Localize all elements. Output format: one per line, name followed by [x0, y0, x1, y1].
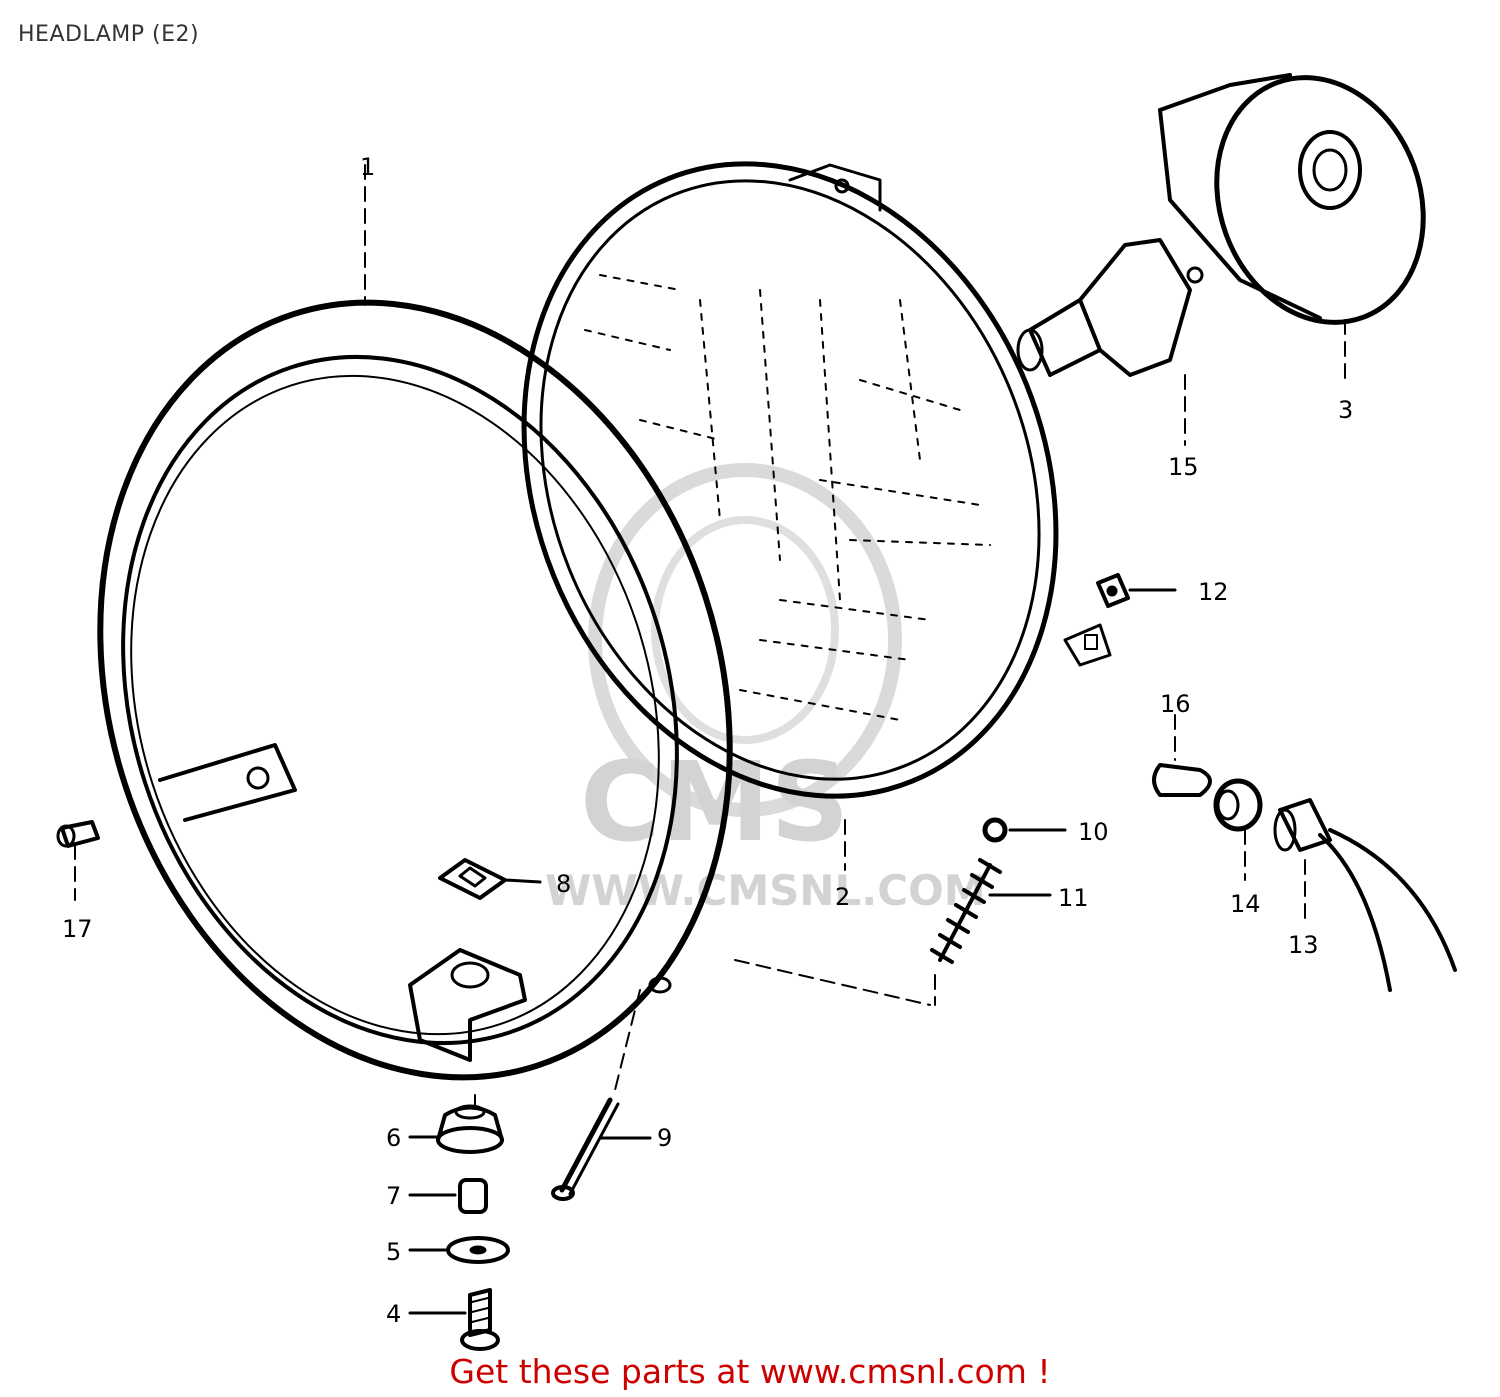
label-part-14: 14	[1230, 890, 1261, 918]
label-part-16: 16	[1160, 690, 1191, 718]
label-part-1: 1	[360, 153, 375, 181]
label-part-17: 17	[62, 915, 93, 943]
cmsnl-link[interactable]: Get these parts at www.cmsnl.com !	[449, 1352, 1051, 1391]
guide-lines	[74, 164, 1346, 1111]
leader-lines	[408, 588, 1177, 1315]
headlamp-rim	[97, 299, 733, 1081]
label-part-15: 15	[1168, 453, 1199, 481]
label-part-8: 8	[556, 870, 571, 898]
label-part-11: 11	[1058, 884, 1089, 912]
label-part-9: 9	[657, 1124, 672, 1152]
label-part-13: 13	[1288, 931, 1319, 959]
label-part-4: 4	[386, 1300, 401, 1328]
socket-part-13	[1273, 798, 1457, 992]
screw-part-17	[56, 820, 100, 848]
nut-part-10	[982, 817, 1008, 843]
bolt-part-4	[460, 1288, 500, 1351]
washer-part-5	[446, 1236, 510, 1264]
collar-part-7	[458, 1178, 488, 1214]
screw-part-9	[551, 1097, 620, 1201]
label-part-3: 3	[1338, 396, 1353, 424]
watermark-url: WWW.CMSNL.COM	[545, 866, 986, 915]
label-part-7: 7	[386, 1182, 401, 1210]
label-part-5: 5	[386, 1238, 401, 1266]
spring-part-11	[930, 858, 1002, 964]
diagram-title: HEADLAMP (E2)	[18, 22, 200, 47]
label-part-12: 12	[1198, 578, 1229, 606]
watermark-logo: CMS WWW.CMSNL.COM	[545, 463, 986, 915]
clip-part-12	[1096, 573, 1130, 608]
label-part-10: 10	[1078, 818, 1109, 846]
headlamp-bulb	[1016, 238, 1204, 377]
position-bulb-part-16	[1152, 763, 1212, 797]
label-part-2: 2	[835, 883, 850, 911]
headlamp-rear-cover	[1158, 73, 1426, 325]
label-part-6: 6	[386, 1124, 401, 1152]
grommet-part-8	[438, 858, 507, 900]
rubber-mount-part-6	[436, 1104, 504, 1154]
watermark-brand: CMS	[580, 738, 849, 866]
lens-unit	[521, 161, 1112, 799]
socket-ring-part-14	[1213, 778, 1263, 832]
footer-cta: Get these parts at www.cmsnl.com !	[0, 1352, 1500, 1391]
